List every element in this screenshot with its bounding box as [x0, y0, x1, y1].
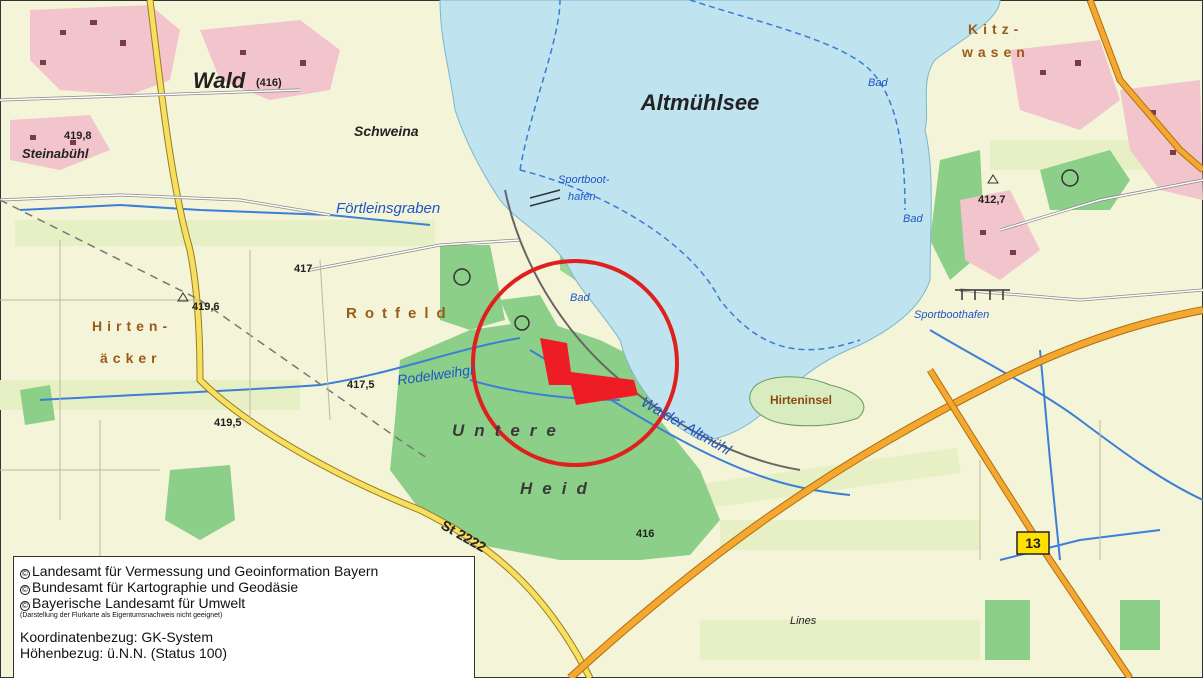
label-hirten: Hirten- — [92, 318, 172, 334]
marked-parcel — [540, 338, 638, 405]
label-bad-3: Bad — [570, 292, 590, 304]
label-bad-1: Bad — [868, 77, 888, 89]
elevation-417-5: 417,5 — [347, 379, 375, 391]
legend-line-3: ©Bayerische Landesamt für Umwelt — [20, 595, 468, 611]
label-bad-2: Bad — [903, 213, 923, 225]
label-sportboothafen-1b: hafen — [568, 191, 596, 203]
label-sportboothafen-2: Sportboothafen — [914, 309, 989, 321]
elevation-412-7: 412,7 — [978, 194, 1006, 206]
legend-height-reference: Höhenbezug: ü.N.N. (Status 100) — [20, 645, 228, 661]
campsite-symbols — [453, 169, 1079, 331]
label-rotfeld: Rotfeld — [346, 305, 454, 322]
label-wasen: wasen — [961, 44, 1030, 60]
map-legend: ©Landesamt für Vermessung und Geoinforma… — [13, 556, 475, 678]
elevation-417: 417 — [294, 263, 312, 275]
copyright-icon: © — [20, 601, 30, 611]
label-untere: Untere — [452, 421, 566, 440]
svg-text:13: 13 — [1025, 535, 1041, 551]
copyright-icon: © — [20, 585, 30, 595]
label-wald: Wald — [193, 68, 246, 93]
label-lake: Altmühlsee — [640, 90, 760, 115]
legend-line-2: ©Bundesamt für Kartographie und Geodäsie — [20, 579, 468, 595]
label-heid: Heid — [520, 479, 597, 498]
altmuhlsee-lake — [439, 0, 1001, 441]
label-kitz: Kitz- — [968, 21, 1023, 37]
trig-points — [177, 174, 999, 302]
elevation-416: 416 — [636, 528, 654, 540]
lake-dashed-lines — [519, 0, 906, 351]
field-paths — [0, 240, 1101, 560]
buildings — [30, 20, 1176, 255]
label-lines: Lines — [790, 615, 817, 627]
label-steinabuhl: Steinabühl — [22, 146, 89, 161]
copyright-icon: © — [20, 569, 30, 579]
label-fortleinsgraben: Förtleinsgraben — [336, 200, 440, 217]
legend-line-1: ©Landesamt für Vermessung und Geoinforma… — [20, 563, 468, 579]
harbour-symbols — [529, 189, 1010, 300]
settlement-areas — [10, 5, 1203, 280]
label-sportboothafen-1a: Sportboot- — [558, 174, 610, 186]
label-wald-elev: (416) — [256, 77, 282, 89]
legend-note: (Darstellung der Flurkarte als Eigentums… — [20, 612, 223, 619]
highlight-circle — [471, 259, 679, 467]
elevation-419-8: 419,8 — [64, 130, 92, 142]
federal-road-sign-13: 13 — [1016, 531, 1050, 555]
label-schweina: Schweina — [354, 123, 419, 139]
hirteninsel-island — [749, 376, 865, 427]
elevation-419-6: 419,6 — [192, 301, 220, 313]
label-hirteninsel: Hirteninsel — [770, 393, 832, 407]
elevation-419-5: 419,5 — [214, 417, 242, 429]
legend-coordinate-reference: Koordinatenbezug: GK-System — [20, 629, 213, 645]
label-acker: äcker — [100, 350, 162, 366]
